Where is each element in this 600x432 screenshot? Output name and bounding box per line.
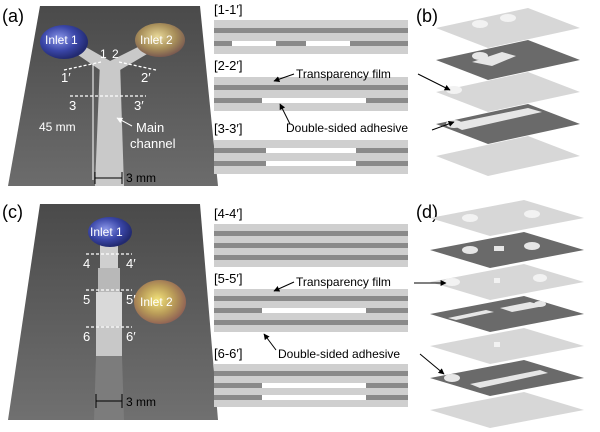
- point-1-label: 1: [100, 47, 107, 61]
- channel-c-mid2: [96, 292, 122, 326]
- cross-sections-top: [1-1′] [2-2′] Transparency film [3-3′]: [214, 2, 408, 174]
- cut-3p-label: 3′: [134, 98, 144, 113]
- layer-d-7: [430, 392, 584, 428]
- channel-c-top: [100, 244, 118, 268]
- inlet1-label-c: Inlet 1: [90, 225, 123, 239]
- inlet2-circle-c: [134, 280, 186, 324]
- length-label: 45 mm: [39, 120, 76, 134]
- panel-d-label: (d): [416, 202, 438, 222]
- transparency-arrow-top-left: [273, 73, 295, 83]
- cut-5-label: 5: [83, 292, 90, 307]
- layer-b-1: [436, 8, 580, 48]
- main-channel-arrow: [116, 117, 133, 127]
- inlet2-circle-a: [135, 23, 185, 57]
- inlet1-circle-c: [88, 217, 132, 247]
- transparency-arrow-bottom-left: [273, 281, 295, 292]
- cut-4p-label: 4′: [126, 256, 136, 271]
- transparency-label-top: Transparency film: [296, 67, 391, 81]
- layer-d-1: [430, 200, 584, 236]
- section-6-label: [6-6′]: [214, 346, 242, 361]
- adhesive-arrow-top-left: [279, 103, 291, 125]
- layer-b-5: [436, 136, 580, 176]
- adhesive-label-top: Double-sided adhesive: [286, 121, 408, 135]
- channel-c-bottom: [94, 356, 124, 420]
- inlet1-circle-a: [40, 25, 88, 59]
- cut-4-label: 4: [83, 256, 90, 271]
- inlet2-label-c: Inlet 2: [140, 295, 173, 309]
- adhesive-arrow-bottom-left: [263, 333, 277, 351]
- panel-d: (d): [414, 200, 584, 428]
- cut-2p-label: 2′: [141, 70, 151, 85]
- panel-a: Inlet 1 Inlet 2 1 2 1′ 2′ 3 3′ 45 mm Mai…: [2, 6, 218, 186]
- section-4-stack: [214, 224, 408, 267]
- point-2-label: 2: [112, 47, 119, 61]
- section-2-stack: [214, 77, 408, 111]
- cut-6p-label: 6′: [126, 329, 136, 344]
- section-2-label: [2-2′]: [214, 58, 242, 73]
- channel-c-mid1: [98, 268, 120, 292]
- transparency-arrow-b: [417, 73, 451, 91]
- cut-6-label: 6: [83, 329, 90, 344]
- panel-c: Inlet 1 Inlet 2 4 4′ 5 5′ 6 6′ 3 mm (c): [2, 202, 218, 420]
- layer-d-4: [430, 296, 584, 332]
- inlet1-label-a: Inlet 1: [45, 33, 78, 47]
- adhesive-label-bottom: Double-sided adhesive: [278, 347, 400, 361]
- panel-a-label: (a): [2, 6, 24, 26]
- panel-c-label: (c): [2, 202, 23, 222]
- section-3-label: [3-3′]: [214, 121, 242, 136]
- layer-d-3: [430, 264, 584, 300]
- layer-b-3: [436, 72, 580, 112]
- channel-c-low: [96, 326, 122, 356]
- panel-b: (b): [416, 6, 580, 176]
- main-channel-a: [95, 62, 124, 186]
- section-1-label: [1-1′]: [214, 2, 242, 17]
- width-label-a: 3 mm: [126, 171, 156, 185]
- adhesive-arrow-d: [419, 353, 445, 375]
- main-channel-label-1: Main: [136, 120, 164, 135]
- adhesive-arrow-b: [431, 121, 455, 131]
- section-5-label: [5-5′]: [214, 271, 242, 286]
- cut-5p-label: 5′: [126, 292, 136, 307]
- cut-line-2: [118, 61, 157, 71]
- layer-b-2: [436, 40, 580, 80]
- main-channel-label-2: channel: [130, 136, 176, 151]
- cut-1p-label: 1′: [61, 70, 71, 85]
- layer-b-4: [436, 104, 580, 144]
- panel-b-label: (b): [416, 6, 438, 26]
- cut-line-1: [63, 61, 102, 71]
- section-5-stack: [214, 289, 408, 332]
- transparency-label-bottom: Transparency film: [296, 275, 391, 289]
- section-6-stack: [214, 364, 408, 407]
- layer-d-2: [430, 232, 584, 268]
- section-1-stack: [214, 20, 408, 54]
- cut-3-label: 3: [69, 98, 76, 113]
- cross-sections-bottom: [4-4′] [5-5′] Transparency film [6-6′]: [214, 206, 408, 407]
- layer-d-5: [430, 328, 584, 364]
- inlet2-label-a: Inlet 2: [140, 33, 173, 47]
- section-4-label: [4-4′]: [214, 206, 242, 221]
- section-3-stack: [214, 140, 408, 174]
- width-label-c: 3 mm: [126, 395, 156, 409]
